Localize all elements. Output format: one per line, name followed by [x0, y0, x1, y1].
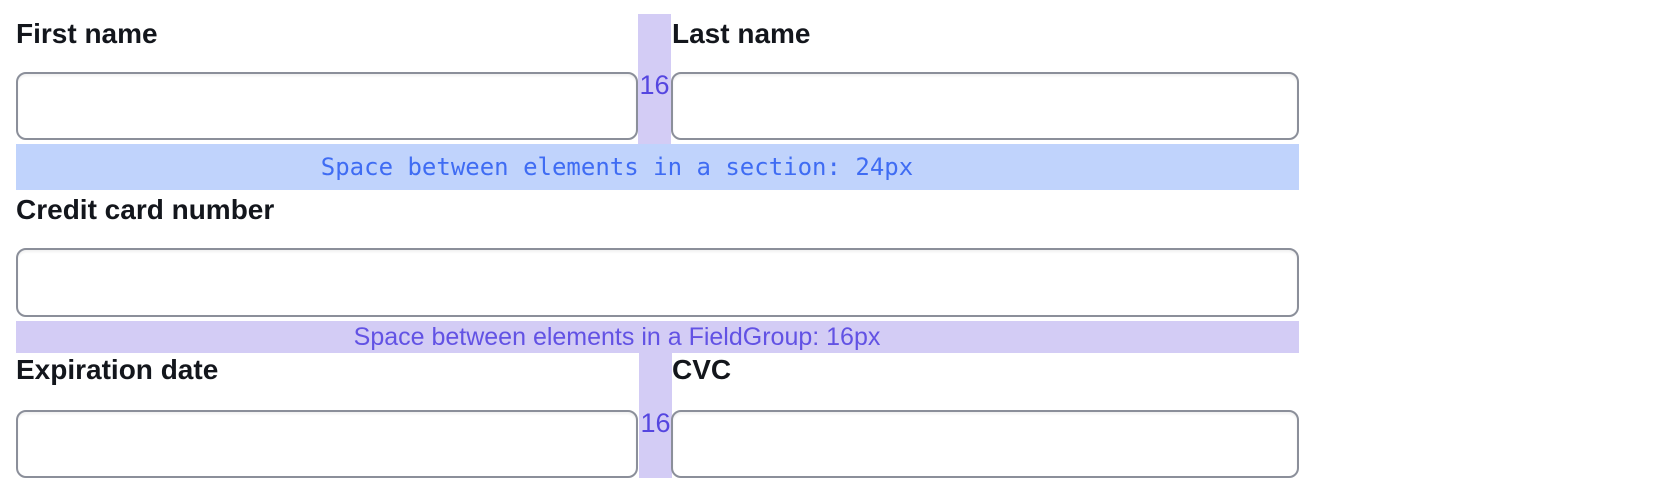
last-name-input[interactable]	[671, 72, 1299, 140]
section-spacing-note: Space between elements in a section: 24p…	[320, 153, 914, 181]
last-name-label: Last name	[672, 18, 811, 49]
expiration-date-label: Expiration date	[16, 354, 219, 385]
fieldgroup-spacing-text-wrap: Space between elements in a FieldGroup: …	[16, 323, 1218, 352]
card-number-label: Credit card number	[16, 194, 275, 225]
expiration-date-input[interactable]	[16, 410, 638, 478]
first-name-label: First name	[16, 18, 158, 49]
fieldgroup-spacing-band: Space between elements in a FieldGroup: …	[16, 321, 1299, 353]
section-spacing-text-wrap: Space between elements in a section: 24p…	[16, 153, 1218, 181]
section-spacing-band: Space between elements in a section: 24p…	[16, 144, 1299, 190]
column-gap-size-label-row1: 16	[639, 70, 670, 100]
column-gap-band-row2	[639, 353, 672, 478]
first-name-input[interactable]	[16, 72, 638, 140]
cvc-input[interactable]	[671, 410, 1299, 478]
card-number-input[interactable]	[16, 248, 1299, 317]
column-gap-size-label-row2: 16	[640, 408, 671, 438]
column-gap-band-row1	[638, 14, 671, 144]
fieldgroup-spacing-note: Space between elements in a FieldGroup: …	[353, 322, 881, 351]
cvc-label: CVC	[672, 354, 732, 385]
